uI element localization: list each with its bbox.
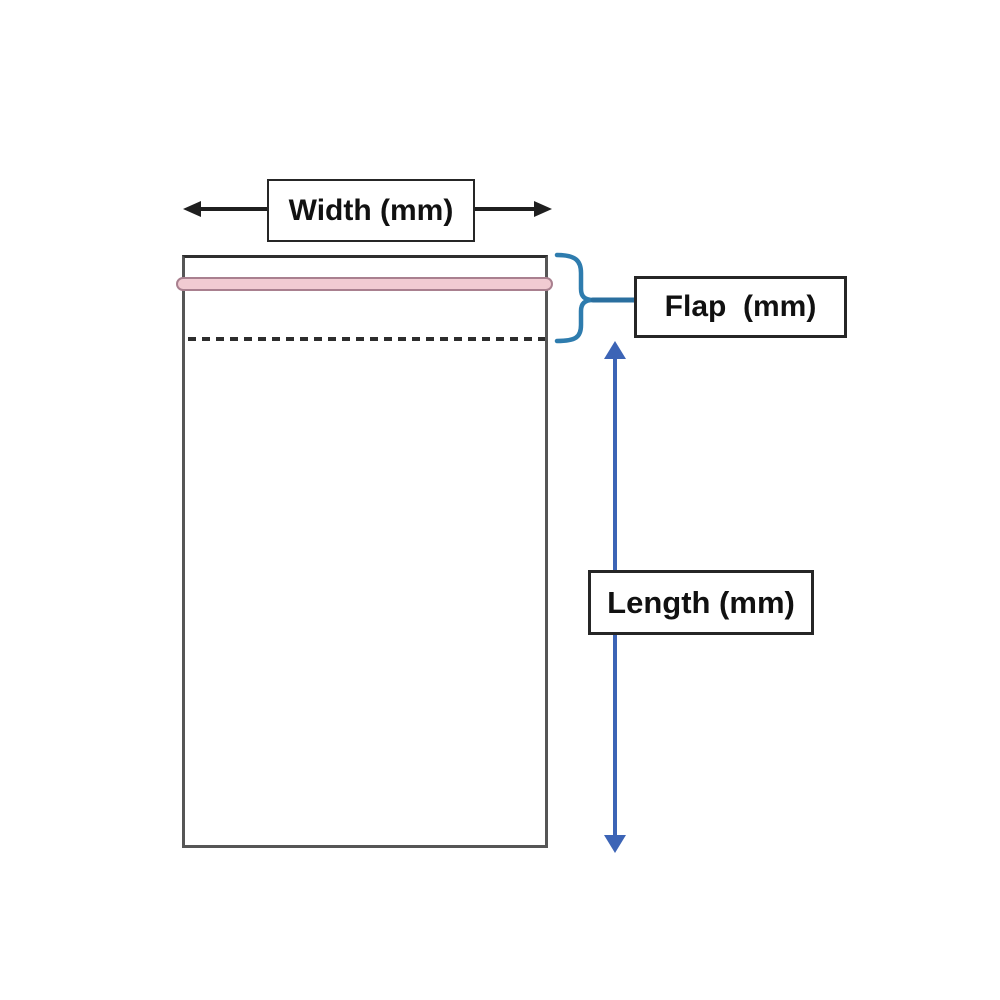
bag-outline (182, 255, 548, 848)
length-label: Length (mm) (588, 570, 814, 635)
fold-dotted-line (188, 337, 545, 341)
length-label-text: Length (mm) (607, 584, 795, 620)
width-label: Width (mm) (267, 179, 475, 242)
arrowhead-right-icon (534, 201, 552, 217)
arrowhead-up-icon (604, 341, 626, 359)
adhesive-strip (176, 277, 553, 291)
width-label-text: Width (mm) (288, 193, 454, 227)
arrowhead-down-icon (604, 835, 626, 853)
flap-brace-icon (554, 252, 637, 344)
arrowhead-left-icon (183, 201, 201, 217)
flap-label-text: Flap (mm) (664, 290, 817, 323)
flap-label: Flap (mm) (634, 276, 847, 338)
